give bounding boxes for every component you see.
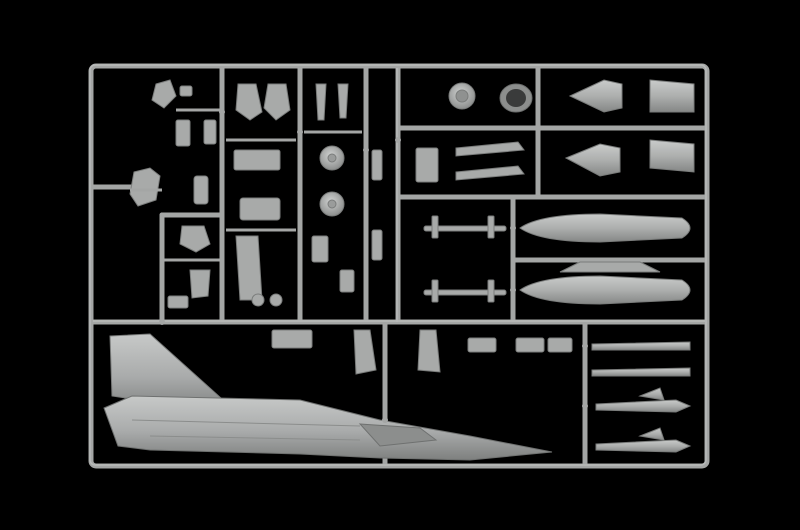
sprue-gates <box>159 109 588 423</box>
fuselage-half <box>103 333 553 461</box>
sprue-frame-highlight <box>89 64 707 466</box>
landing-gear-parts <box>304 83 383 293</box>
small-parts-left-bay <box>129 79 220 309</box>
canopy-and-small-parts <box>271 329 573 375</box>
air-to-air-missiles <box>591 341 692 453</box>
drop-tanks <box>519 213 691 305</box>
sprue-frame <box>88 63 710 469</box>
cockpit-parts <box>226 83 296 307</box>
engine-nozzle-parts <box>415 79 695 183</box>
pylons-and-rails <box>423 215 507 303</box>
